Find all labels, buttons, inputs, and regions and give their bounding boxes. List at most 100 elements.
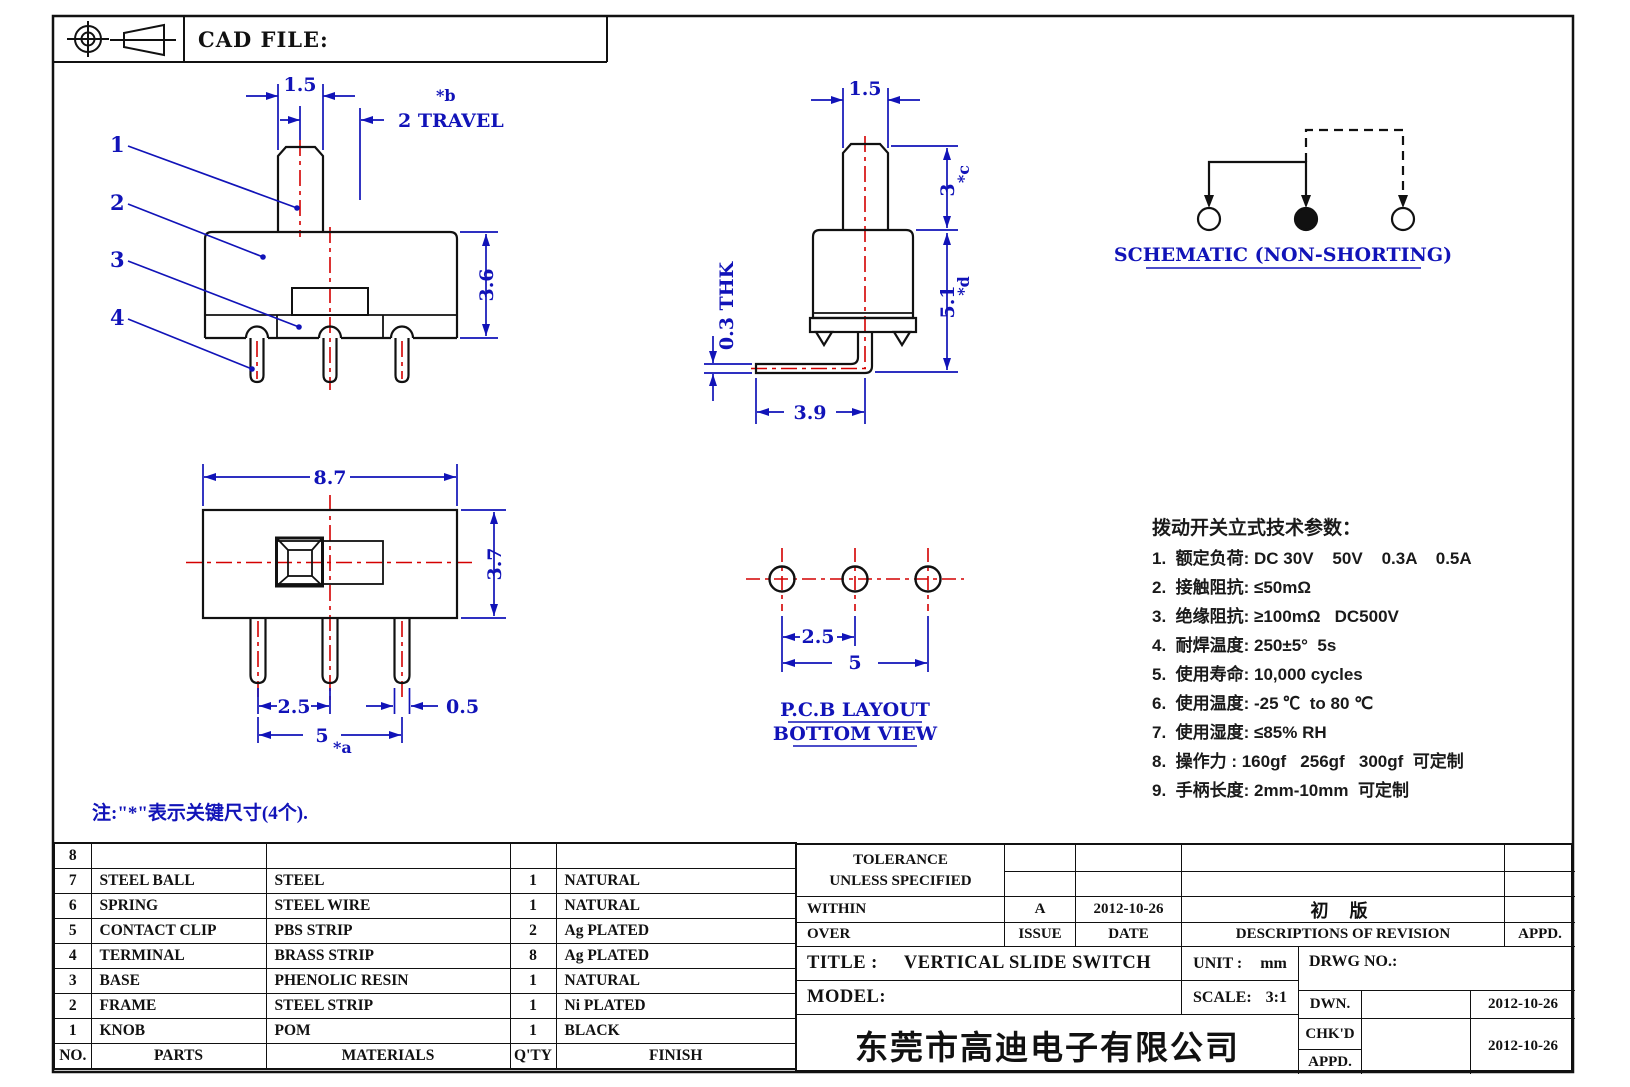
tech-specs-panel: 拨动开关立式技术参数： 1. 额定负荷: DC 30V 50V 0.3A 0.5… [1152, 514, 1602, 805]
part-no: 1 [53, 1018, 92, 1044]
over-label: OVER [797, 923, 1005, 947]
appd-row-label: APPD. [1299, 1050, 1362, 1074]
issue-label: ISSUE [1005, 923, 1076, 947]
side-key-d: *d [954, 276, 973, 296]
top-dim-pin-width: 0.5 [446, 696, 479, 718]
dwn-date: 2012-10-26 [1471, 991, 1575, 1019]
projection-symbol-circle [67, 21, 109, 57]
title-row: TITLE : VERTICAL SLIDE SWITCH [797, 947, 1182, 981]
top-key-a: *a [333, 738, 352, 757]
side-dim-top-width: 1.5 [848, 78, 881, 100]
table-row: 8 [53, 842, 797, 869]
rev-empty-cell [1505, 872, 1575, 897]
part-no: 2 [53, 993, 92, 1019]
pcb-dim-span: 5 [848, 652, 861, 674]
dwn-label: DWN. [1299, 991, 1362, 1019]
side-dim-body-height: 5.1 [937, 285, 959, 318]
within-label: WITHIN [797, 897, 1005, 923]
company-name: 东莞市高迪电子有限公司 [797, 1015, 1299, 1074]
top-dim-pin-span: 5 [315, 725, 328, 747]
date-label: DATE [1076, 923, 1182, 947]
part-no: 4 [53, 943, 92, 969]
chkd-name-cell [1362, 1019, 1471, 1074]
side-dim-stem-height: 3 [937, 183, 959, 196]
spec-item: 8. 操作力 : 160gf 256gf 300gf 可定制 [1152, 752, 1464, 771]
tolerance-line1: TOLERANCE [853, 851, 948, 868]
schematic-label: SCHEMATIC (NON-SHORTING) [1114, 244, 1452, 266]
cad-file-label: CAD FILE: [198, 27, 329, 52]
rev-empty-cell [1005, 872, 1076, 897]
front-dim-height: 3.6 [476, 268, 498, 301]
rev-empty-cell [1076, 845, 1182, 872]
callout-3: 3 [110, 247, 125, 272]
drwg-no-cell: DRWG NO.: [1299, 947, 1575, 991]
front-view: 1.5 *b 2 TRAVEL 3.6 1 2 3 4 [110, 74, 504, 390]
rev-empty-cell [1005, 845, 1076, 872]
side-view: 1.5 3 *c 5.1 *d 0.3 THK 3.9 [704, 78, 973, 424]
key-dimension-note: 注:"*"表示关键尺寸(4个). [92, 803, 308, 824]
spec-item: 7. 使用湿度: ≤85% RH [1152, 723, 1327, 742]
title-value: VERTICAL SLIDE SWITCH [903, 953, 1152, 973]
top-dim-depth: 3.7 [484, 547, 506, 580]
appd-label: APPD. [1505, 923, 1575, 947]
spec-item: 1. 额定负荷: DC 30V 50V 0.3A 0.5A [1152, 549, 1472, 568]
spec-item: 6. 使用温度: -25 ℃ to 80 ℃ [1152, 694, 1374, 713]
dwn-name-cell [1362, 991, 1471, 1019]
rev-appd-cell [1505, 897, 1575, 923]
pcb-bottom-view-label: BOTTOM VIEW [773, 723, 938, 745]
pcb-layout-view: 2.5 5 P.C.B LAYOUT BOTTOM VIEW [746, 548, 964, 747]
part-no: 7 [53, 868, 92, 894]
title-label: TITLE : [807, 953, 878, 973]
side-dim-terminal-length: 3.9 [793, 402, 826, 424]
front-travel-label: 2 TRAVEL [398, 110, 504, 132]
scale-label: SCALE: [1192, 988, 1252, 1006]
side-dim-thickness: 0.3 THK [716, 260, 738, 350]
part-no: 3 [53, 968, 92, 994]
unit-label: UNIT : [1193, 954, 1243, 972]
revision-desc: 初 版 [1182, 897, 1505, 923]
spec-item: 5. 使用寿命: 10,000 cycles [1152, 665, 1363, 684]
pcb-dim-pitch: 2.5 [801, 626, 834, 648]
scale-value: 3:1 [1265, 988, 1287, 1006]
chkd-label: CHK'D [1299, 1019, 1362, 1050]
rev-empty-cell [1076, 872, 1182, 897]
front-key-b: *b [436, 86, 456, 105]
title-block: TOLERANCE UNLESS SPECIFIED WITHIN A 2012… [795, 843, 1575, 1074]
descriptions-label: DESCRIPTIONS OF REVISION [1182, 923, 1505, 947]
spec-item: 9. 手柄长度: 2mm-10mm 可定制 [1152, 781, 1409, 800]
chkd-date: 2012-10-26 [1488, 1038, 1558, 1054]
part-no: 6 [53, 893, 92, 919]
callout-4: 4 [110, 305, 125, 330]
scale-cell: SCALE: 3:1 [1182, 981, 1299, 1015]
spec-item: 2. 接触阻抗: ≤50mΩ [1152, 578, 1311, 597]
issue-value: A [1005, 897, 1076, 923]
part-no: 5 [53, 918, 92, 944]
unit-cell: UNIT : mm [1182, 947, 1299, 981]
tech-specs-title: 拨动开关立式技术参数： [1152, 518, 1362, 539]
spec-item: 4. 耐焊温度: 250±5° 5s [1152, 636, 1337, 655]
tolerance-box: TOLERANCE UNLESS SPECIFIED [797, 845, 1005, 897]
callout-2: 2 [110, 190, 125, 215]
pcb-layout-label: P.C.B LAYOUT [780, 699, 930, 721]
part-no: 8 [53, 842, 92, 869]
rev-empty-cell [1182, 872, 1505, 897]
front-dim-knob-width: 1.5 [283, 74, 316, 96]
top-dim-width: 8.7 [313, 467, 346, 489]
model-cell: MODEL: [797, 981, 1182, 1015]
rev-empty-cell [1505, 845, 1575, 872]
unit-value: mm [1260, 954, 1287, 972]
top-dim-pin-pitch: 2.5 [277, 696, 310, 718]
schematic-view: SCHEMATIC (NON-SHORTING) [1114, 128, 1452, 269]
callout-1: 1 [110, 132, 125, 157]
side-key-c: *c [954, 165, 973, 183]
tolerance-line2: UNLESS SPECIFIED [829, 872, 972, 889]
